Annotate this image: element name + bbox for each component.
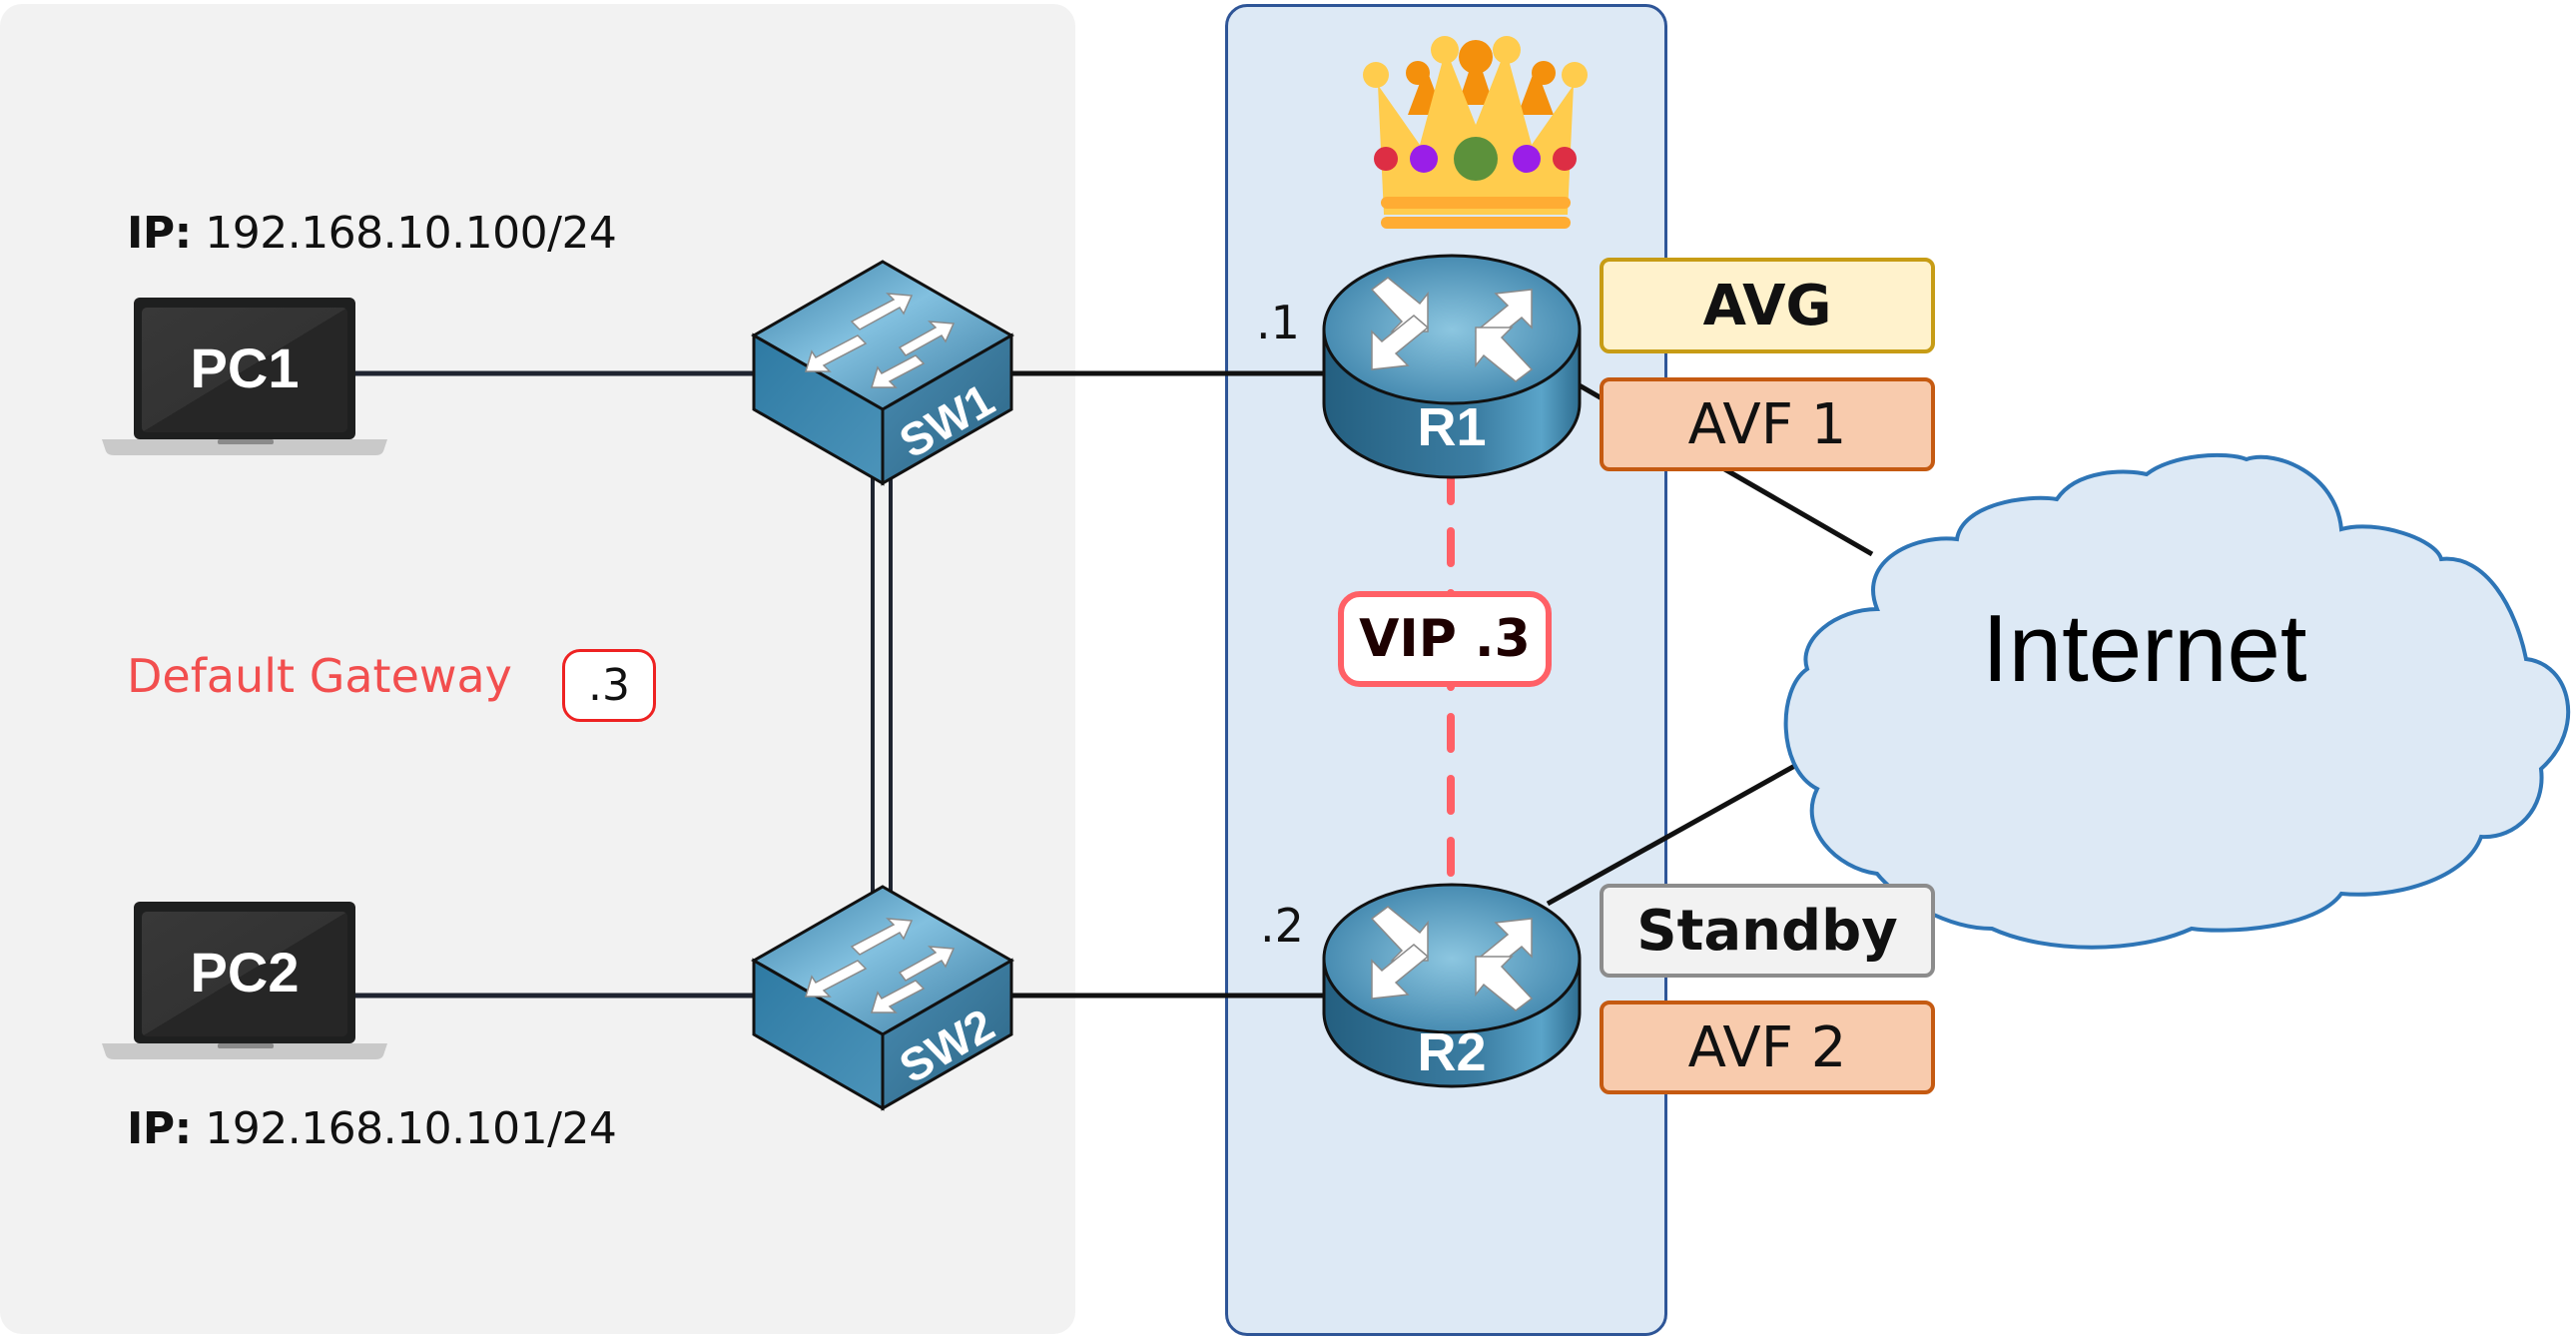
router-icon-r2[interactable]: R2 — [1322, 883, 1582, 1088]
pc2-label: PC2 — [191, 941, 300, 1004]
lan-segment-panel — [0, 4, 1075, 1334]
r2-label: R2 — [1417, 1022, 1486, 1082]
laptop-icon-pc2[interactable]: PC2 — [102, 902, 387, 1059]
r1-label: R1 — [1417, 397, 1486, 457]
pc2-ip-label: IP: 192.168.10.101/24 — [127, 1103, 617, 1154]
crown-icon — [1363, 36, 1588, 229]
r1-role-avg: AVG — [1600, 258, 1935, 353]
default-gateway-value: .3 — [562, 649, 656, 722]
pc1-ip-value: 192.168.10.100/24 — [205, 208, 617, 259]
default-gateway-label: Default Gateway — [127, 649, 512, 703]
router-icon-r1[interactable]: R1 — [1322, 254, 1582, 479]
switch-icon-sw2[interactable]: SW2 — [750, 885, 1015, 1111]
vip-label: VIP .3 — [1338, 591, 1552, 687]
internet-label: Internet — [1982, 595, 2307, 702]
r1-interface-ip: .1 — [1256, 296, 1300, 349]
r2-interface-ip: .2 — [1260, 899, 1304, 953]
r2-role-standby: Standby — [1600, 884, 1935, 978]
router-arrows-icon — [1370, 277, 1534, 382]
r2-role-avf: AVF 2 — [1600, 1001, 1935, 1094]
ip-prefix: IP: — [127, 1103, 192, 1154]
laptop-icon-pc1[interactable]: PC1 — [102, 298, 387, 455]
pc1-ip-label: IP: 192.168.10.100/24 — [127, 208, 617, 259]
switch-arrows-icon — [804, 293, 956, 388]
switch-arrows-icon — [804, 918, 956, 1013]
cloud-icon[interactable] — [1783, 452, 2571, 950]
pc2-ip-value: 192.168.10.101/24 — [205, 1103, 617, 1154]
switch-icon-sw1[interactable]: SW1 — [750, 260, 1015, 486]
r1-role-avf: AVF 1 — [1600, 377, 1935, 471]
router-arrows-icon — [1370, 906, 1534, 1011]
ip-prefix: IP: — [127, 208, 192, 259]
pc1-label: PC1 — [191, 336, 300, 399]
